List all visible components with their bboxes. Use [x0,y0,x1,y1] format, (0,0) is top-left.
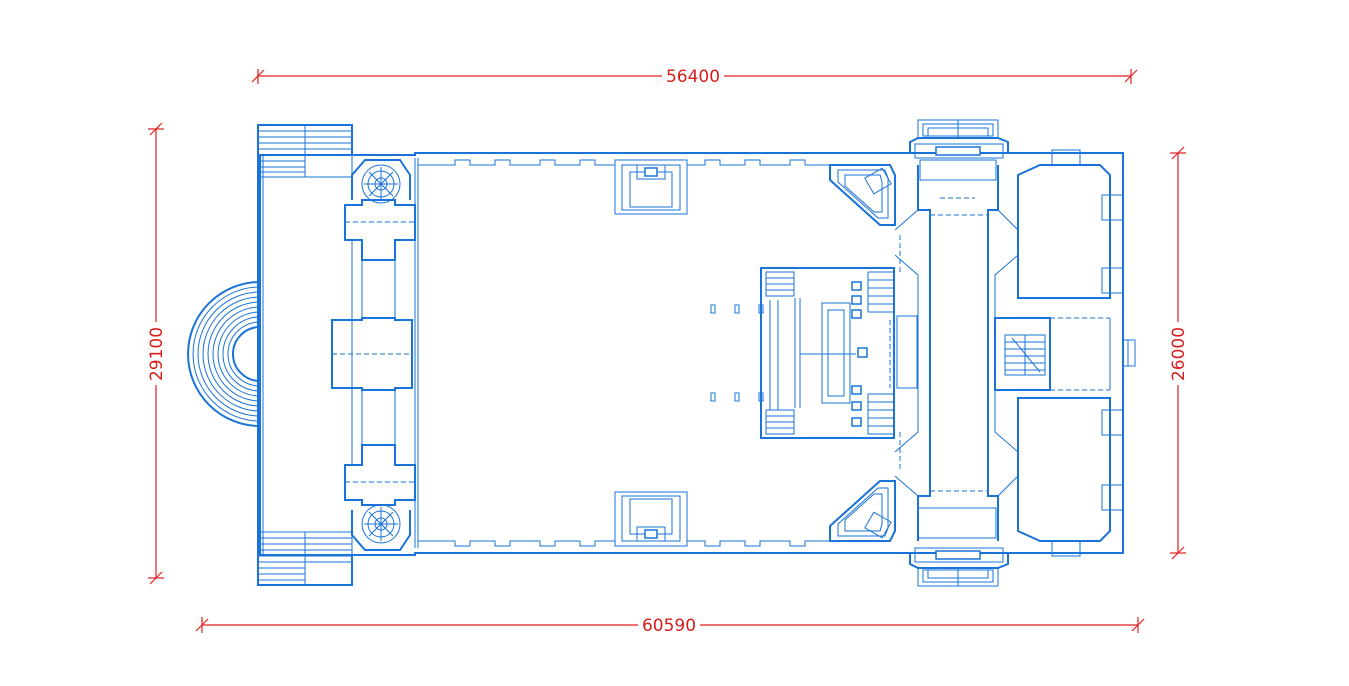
main-walls [352,152,1124,556]
bottom-entrance [909,547,1009,587]
dimension-right: 26000 [1169,146,1189,560]
lobby-corridor [894,165,1019,541]
right-rooms [994,149,1136,557]
corner-stairs [829,164,896,542]
dimension-right-label: 26000 [1169,327,1189,381]
stage [760,267,918,439]
dimension-bottom: 60590 [195,616,1145,636]
dimension-bottom-label: 60590 [642,616,696,636]
left-porch [257,124,353,586]
hall-niches [614,159,688,547]
dimension-left: 29100 [147,122,167,585]
dimension-top-label: 56400 [666,67,720,87]
hall-columns [710,304,764,402]
semicircular-stair [187,281,261,427]
dimension-top: 56400 [251,67,1138,87]
left-tower-rooms [331,159,416,551]
dimension-left-label: 29100 [147,327,167,381]
top-entrance [909,119,1009,181]
